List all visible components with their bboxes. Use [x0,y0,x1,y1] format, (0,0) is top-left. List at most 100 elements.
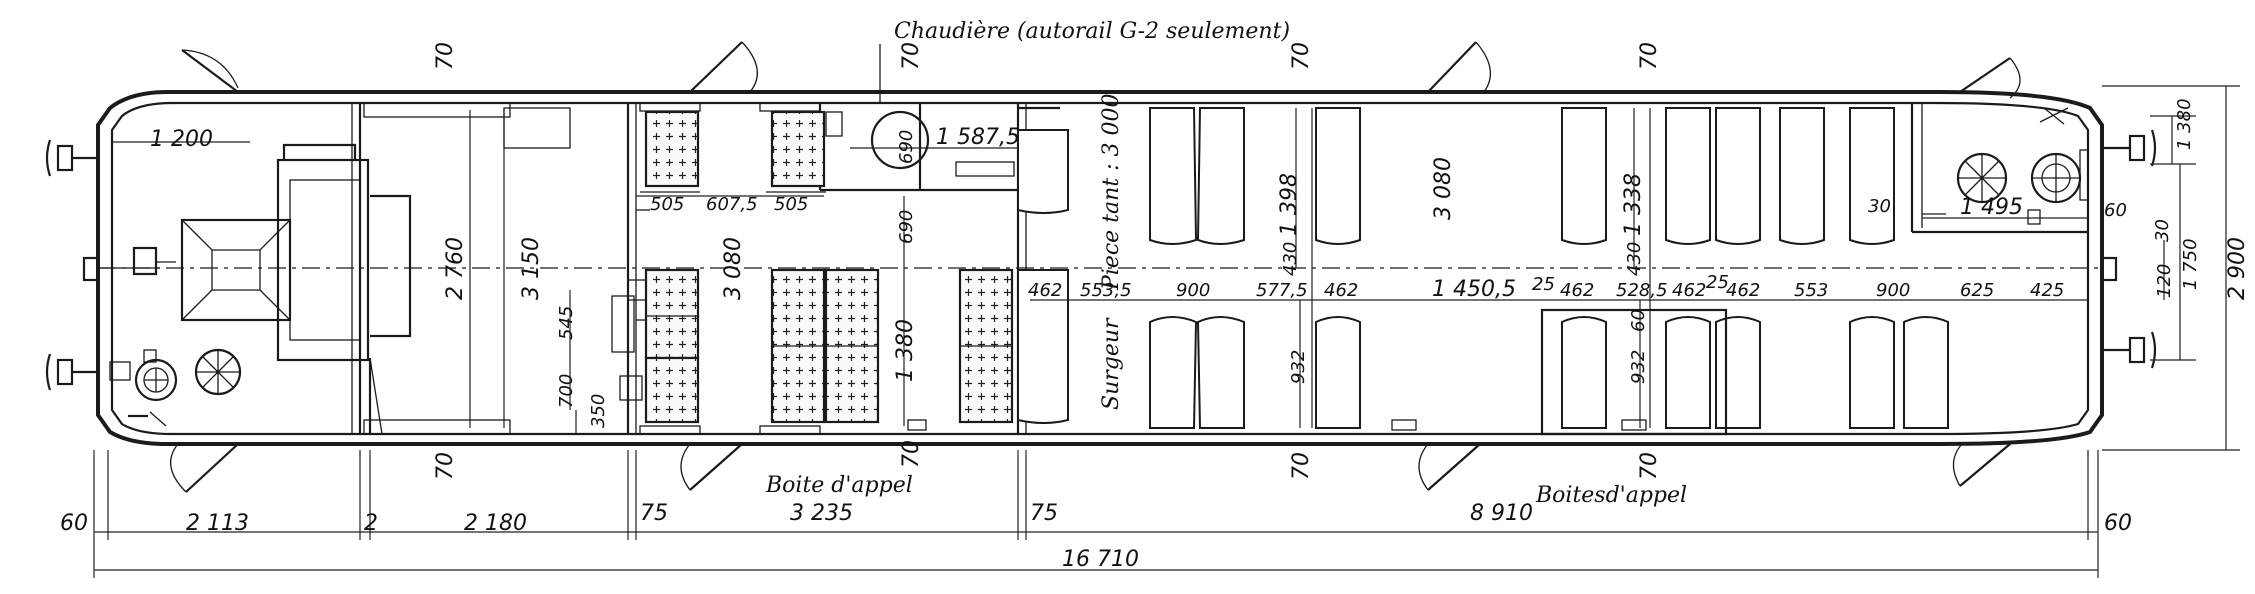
dim-70-f: 70 [899,440,924,468]
dim-528-5: 528,5 [1616,280,1668,301]
buffer-right-top [2102,129,2157,167]
call-box-1 [907,419,927,431]
call-boxes [907,419,1647,431]
dim-70-a: 70 [433,42,458,70]
dim-2: 2 [364,511,378,536]
boiler-label: Chaudière (autorail G-2 seulement) [894,19,1290,44]
dim-1495: 1 495 [1960,195,2023,220]
dim-2760: 2 760 [443,237,468,300]
bench-row-top [1017,107,1895,245]
dim-900-b: 900 [1876,280,1910,301]
dim-60-right: 60 [2104,511,2132,536]
dim-3080-a: 3 080 [721,237,746,300]
dim-30: 30 [1868,196,1891,217]
dim-70-b: 70 [899,42,924,70]
door-swing-vest-top [689,41,758,93]
dim-1338: 1 338 [1621,173,1646,236]
call-boxes-label: Boitesd'appel [1535,483,1687,508]
driver-cab-right [1922,107,2089,225]
dim-1750: 1 750 [2180,238,2201,290]
dim-3235: 3 235 [790,501,853,526]
buffer-left-bottom [45,353,98,391]
dim-2113: 2 113 [186,511,249,536]
dim-75-b: 75 [1030,501,1058,526]
dim-1450-5: 1 450,5 [1432,277,1516,302]
dim-350: 350 [588,394,609,428]
dim-462-c: 462 [1560,280,1594,301]
annotations: Chaudière (autorail G-2 seulement) Boite… [765,19,1687,508]
buffer-left-top [45,139,98,177]
dim-2900: 2 900 [2225,237,2250,300]
dim-2180: 2 180 [464,511,527,536]
dim-462-a: 462 [1028,280,1062,301]
dim-577-5: 577,5 [1256,280,1308,301]
dim-430-a: 430 [1280,242,1301,276]
call-box-2 [1391,419,1417,431]
dim-1380: 1 380 [893,319,918,382]
dim-1200: 1 200 [150,127,213,152]
dimension-text: 70 70 70 70 70 70 70 70 1 200 2 760 3 15… [60,42,2250,572]
dim-700: 700 [556,374,577,408]
dim-462-e: 462 [1726,280,1760,301]
door-swings [170,41,2021,493]
dim-60-x: 60 [1628,309,1649,332]
buffer-right-bottom [2102,331,2157,369]
dim-70-h: 70 [1637,452,1662,480]
dim-553-5-a: 553,5 [1080,280,1132,301]
dim-70-c: 70 [1289,42,1314,70]
dim-900-a: 900 [1176,280,1210,301]
dim-30-r: 30 [2152,219,2173,242]
door-swing-vest-bottom [680,443,743,491]
dim-932-a: 932 [1288,350,1309,384]
dim-505-b: 505 [774,194,808,215]
dim-25-b: 25 [1706,272,1729,293]
dim-120: 120 [2154,264,2175,298]
door-swing-cab-left-bottom [170,443,239,493]
dimension-lines [93,85,2240,578]
dim-70-e: 70 [433,452,458,480]
driver-cab-left [109,143,412,427]
dim-1398: 1 398 [1277,173,1302,236]
dim-462-b: 462 [1324,280,1358,301]
dim-462-d: 462 [1672,280,1706,301]
dim-1587-5: 1 587,5 [936,125,1020,150]
dim-607-5: 607,5 [706,194,758,215]
dim-625: 625 [1960,280,1994,301]
dim-545: 545 [556,306,577,340]
call-box-label: Boite d'appel [765,473,913,498]
seats-second-class [1017,107,1949,436]
dim-75-a: 75 [640,501,668,526]
door-swing-mid-bottom [1418,443,1481,491]
dim-60-left: 60 [60,511,88,536]
dim-553: 553 [1794,280,1828,301]
door-swing-cab-right-bottom [1952,443,2011,487]
door-swing-cab-left-top [181,49,239,93]
surge-top-label: Piece tant : 3 000 [1099,93,1124,291]
dim-932-b: 932 [1628,350,1649,384]
boiler [825,44,930,170]
coupler-right [2100,256,2118,282]
coupler-left [82,256,160,282]
call-box-3 [1621,419,1647,431]
dim-1380-r: 1 380 [2174,98,2195,150]
dim-16710: 16 710 [1062,547,1139,572]
dim-690-a: 690 [896,130,917,164]
dim-430-b: 430 [1624,242,1645,276]
boiler-icon [870,110,930,170]
dim-505-a: 505 [650,194,684,215]
dim-8910: 8 910 [1470,501,1533,526]
dim-425: 425 [2030,280,2064,301]
door-swing-mid-top [1427,41,1492,93]
dim-60-r: 60 [2104,200,2127,221]
bench-row-bottom [1017,269,1949,429]
dim-70-g: 70 [1289,452,1314,480]
body-outline [96,90,2104,446]
dim-690-b: 690 [896,210,917,244]
dim-3150: 3 150 [519,237,544,300]
seats-first-class [611,110,1014,424]
surge-bottom-label: Surgeur [1099,317,1124,410]
dim-3080-b: 3 080 [1431,157,1456,220]
door-swing-cab-right-top [1959,57,2021,99]
